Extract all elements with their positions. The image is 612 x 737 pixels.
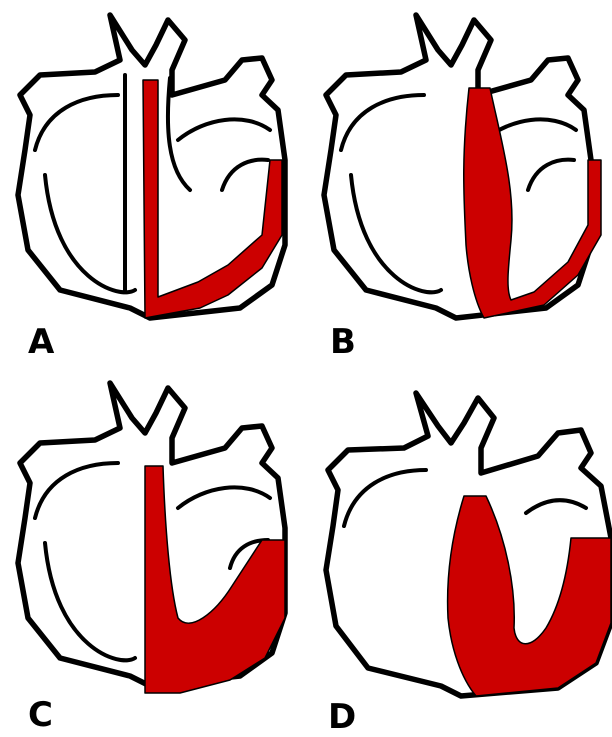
heart-diagram-b	[306, 0, 612, 368]
heart-outline	[324, 15, 591, 318]
panel-b: B	[306, 0, 612, 368]
heart-diagram-c	[0, 368, 306, 736]
panel-d: D	[306, 368, 612, 736]
heart-diagram-d	[306, 368, 612, 736]
heart-diagram-a	[0, 0, 306, 368]
panel-label: C	[28, 698, 53, 732]
panel-label: B	[330, 325, 356, 359]
panel-label: D	[328, 700, 356, 734]
panel-a: A	[0, 0, 306, 368]
panel-label: A	[28, 325, 54, 359]
panel-c: C	[0, 368, 306, 736]
